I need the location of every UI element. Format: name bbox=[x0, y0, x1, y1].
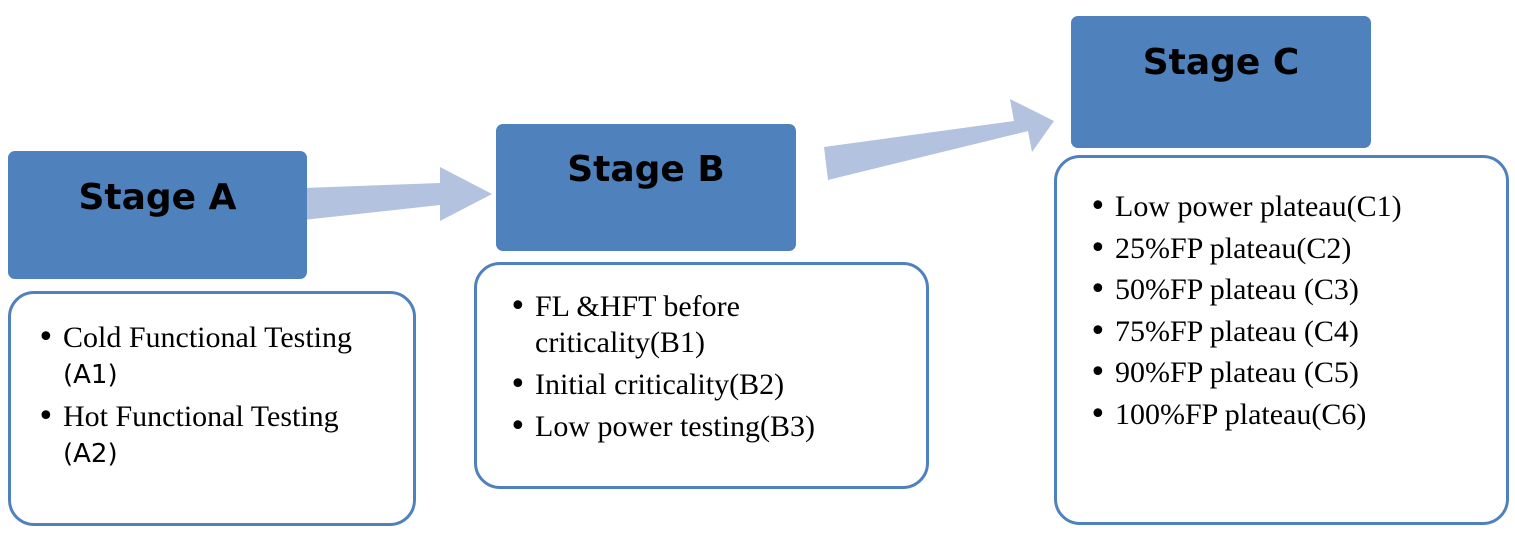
list-item: • Initial criticality(B2) bbox=[505, 367, 906, 403]
item-text: 50%FP plateau (C3) bbox=[1115, 273, 1359, 306]
bullet-icon: • bbox=[1089, 189, 1107, 224]
bullet-icon: • bbox=[509, 367, 527, 402]
item-code: (A1) bbox=[63, 360, 118, 390]
bullet-icon: • bbox=[1089, 230, 1107, 266]
stage-c-title: Stage C bbox=[1142, 42, 1300, 83]
bullet-icon: • bbox=[509, 289, 527, 324]
item-text: 75%FP plateau (C4) bbox=[1115, 314, 1359, 348]
bullet-icon: • bbox=[1089, 396, 1107, 432]
stage-a-content-box: • Cold Functional Testing (A1) • Hot Fun… bbox=[8, 291, 416, 526]
item-text: FL &HFT before criticality(B1) bbox=[535, 290, 740, 359]
bullet-icon: • bbox=[37, 320, 55, 355]
bullet-icon: • bbox=[37, 399, 55, 434]
stage-c-header: Stage C bbox=[1071, 16, 1371, 148]
stage-a-header: Stage A bbox=[8, 151, 307, 279]
list-item: • Hot Functional Testing (A2) bbox=[33, 399, 393, 472]
stage-b-content-box: • FL &HFT before criticality(B1) • Initi… bbox=[474, 262, 929, 489]
item-text: Initial criticality(B2) bbox=[535, 368, 785, 401]
item-text: Low power testing(B3) bbox=[535, 410, 815, 443]
list-item: • 50%FP plateau (C3) bbox=[1085, 269, 1486, 311]
list-item: • 75%FP plateau (C4) bbox=[1085, 311, 1486, 353]
list-item: • 100%FP plateau(C6) bbox=[1085, 394, 1486, 436]
stage-c-list: • Low power plateau(C1) • 25%FP plateau(… bbox=[1085, 186, 1486, 435]
bullet-icon: • bbox=[1089, 355, 1107, 390]
list-item: • 90%FP plateau (C5) bbox=[1085, 352, 1486, 394]
stage-b-header: Stage B bbox=[496, 124, 796, 251]
bullet-icon: • bbox=[509, 409, 527, 444]
list-item: • Cold Functional Testing (A1) bbox=[33, 320, 393, 393]
item-text: 90%FP plateau (C5) bbox=[1115, 356, 1359, 389]
item-text: Hot Functional Testing bbox=[63, 400, 339, 433]
list-item: • Low power plateau(C1) bbox=[1085, 186, 1486, 228]
bullet-icon: • bbox=[1089, 313, 1107, 349]
bullet-icon: • bbox=[1089, 272, 1107, 307]
arrow-a-to-b bbox=[303, 167, 492, 221]
item-text: Cold Functional Testing bbox=[63, 321, 353, 354]
item-code: (A2) bbox=[63, 439, 118, 469]
arrow-b-to-c bbox=[824, 99, 1054, 180]
stage-a-list: • Cold Functional Testing (A1) • Hot Fun… bbox=[33, 320, 393, 472]
item-text: Low power plateau(C1) bbox=[1115, 190, 1402, 223]
item-text: 100%FP plateau(C6) bbox=[1115, 397, 1367, 431]
item-text: 25%FP plateau(C2) bbox=[1115, 231, 1352, 265]
list-item: • FL &HFT before criticality(B1) bbox=[505, 289, 906, 361]
stage-b-list: • FL &HFT before criticality(B1) • Initi… bbox=[505, 289, 906, 445]
list-item: • Low power testing(B3) bbox=[505, 409, 906, 445]
stage-c-content-box: • Low power plateau(C1) • 25%FP plateau(… bbox=[1054, 155, 1509, 525]
stage-b-title: Stage B bbox=[567, 149, 725, 190]
list-item: • 25%FP plateau(C2) bbox=[1085, 228, 1486, 270]
stage-a-title: Stage A bbox=[78, 177, 237, 218]
